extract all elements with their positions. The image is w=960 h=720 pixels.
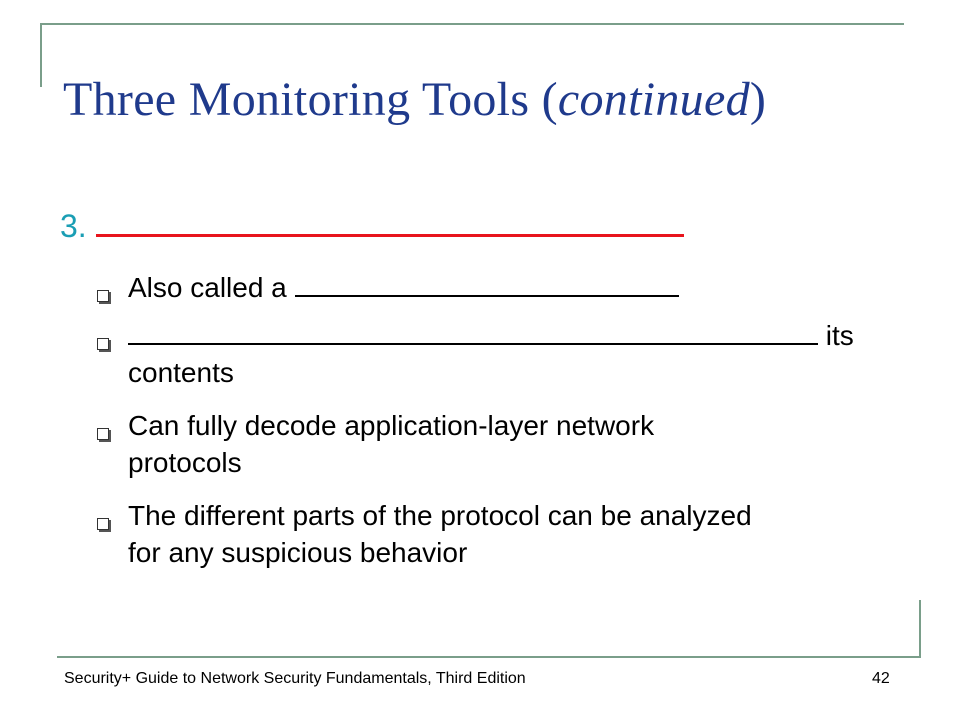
bullet-item: Also called a — [128, 269, 888, 306]
frame-rule-left — [40, 23, 42, 87]
bullet-item: Can fully decode application-layer netwo… — [128, 407, 888, 481]
bullet-text: The different parts of the protocol can … — [128, 500, 752, 531]
footer-page-number: 42 — [872, 670, 890, 687]
fill-in-blank — [294, 271, 679, 297]
footer-book-title: Security+ Guide to Network Security Fund… — [64, 670, 526, 687]
bullet-text: Can fully decode application-layer netwo… — [128, 410, 655, 441]
square-bullet-icon — [97, 338, 109, 350]
title-italic: continued — [557, 73, 750, 126]
square-bullet-icon — [97, 518, 109, 530]
fill-in-blank — [128, 319, 818, 345]
fill-in-blank — [95, 206, 684, 237]
item-number: 3. — [60, 208, 87, 244]
title-paren-close: ) — [749, 73, 767, 126]
square-bullet-icon — [97, 428, 109, 440]
title-paren-open: ( — [541, 73, 558, 126]
slide-title: Three Monitoring Tools (continued) — [63, 72, 766, 127]
bullet-text-continuation: for any suspicious behavior — [128, 537, 468, 568]
frame-rule-right — [919, 600, 921, 658]
bullet-text-continuation: protocols — [128, 447, 242, 478]
numbered-item: 3. — [60, 206, 684, 245]
frame-rule-top — [40, 23, 904, 25]
bullet-text: its — [818, 320, 854, 351]
bullet-text-continuation: contents — [128, 357, 234, 388]
bullet-text: Also called a — [128, 272, 295, 303]
title-main: Three Monitoring Tools — [63, 73, 542, 126]
frame-rule-bottom — [57, 656, 921, 658]
bullet-item: The different parts of the protocol can … — [128, 497, 888, 571]
bullet-item: its contents — [128, 317, 888, 391]
square-bullet-icon — [97, 290, 109, 302]
